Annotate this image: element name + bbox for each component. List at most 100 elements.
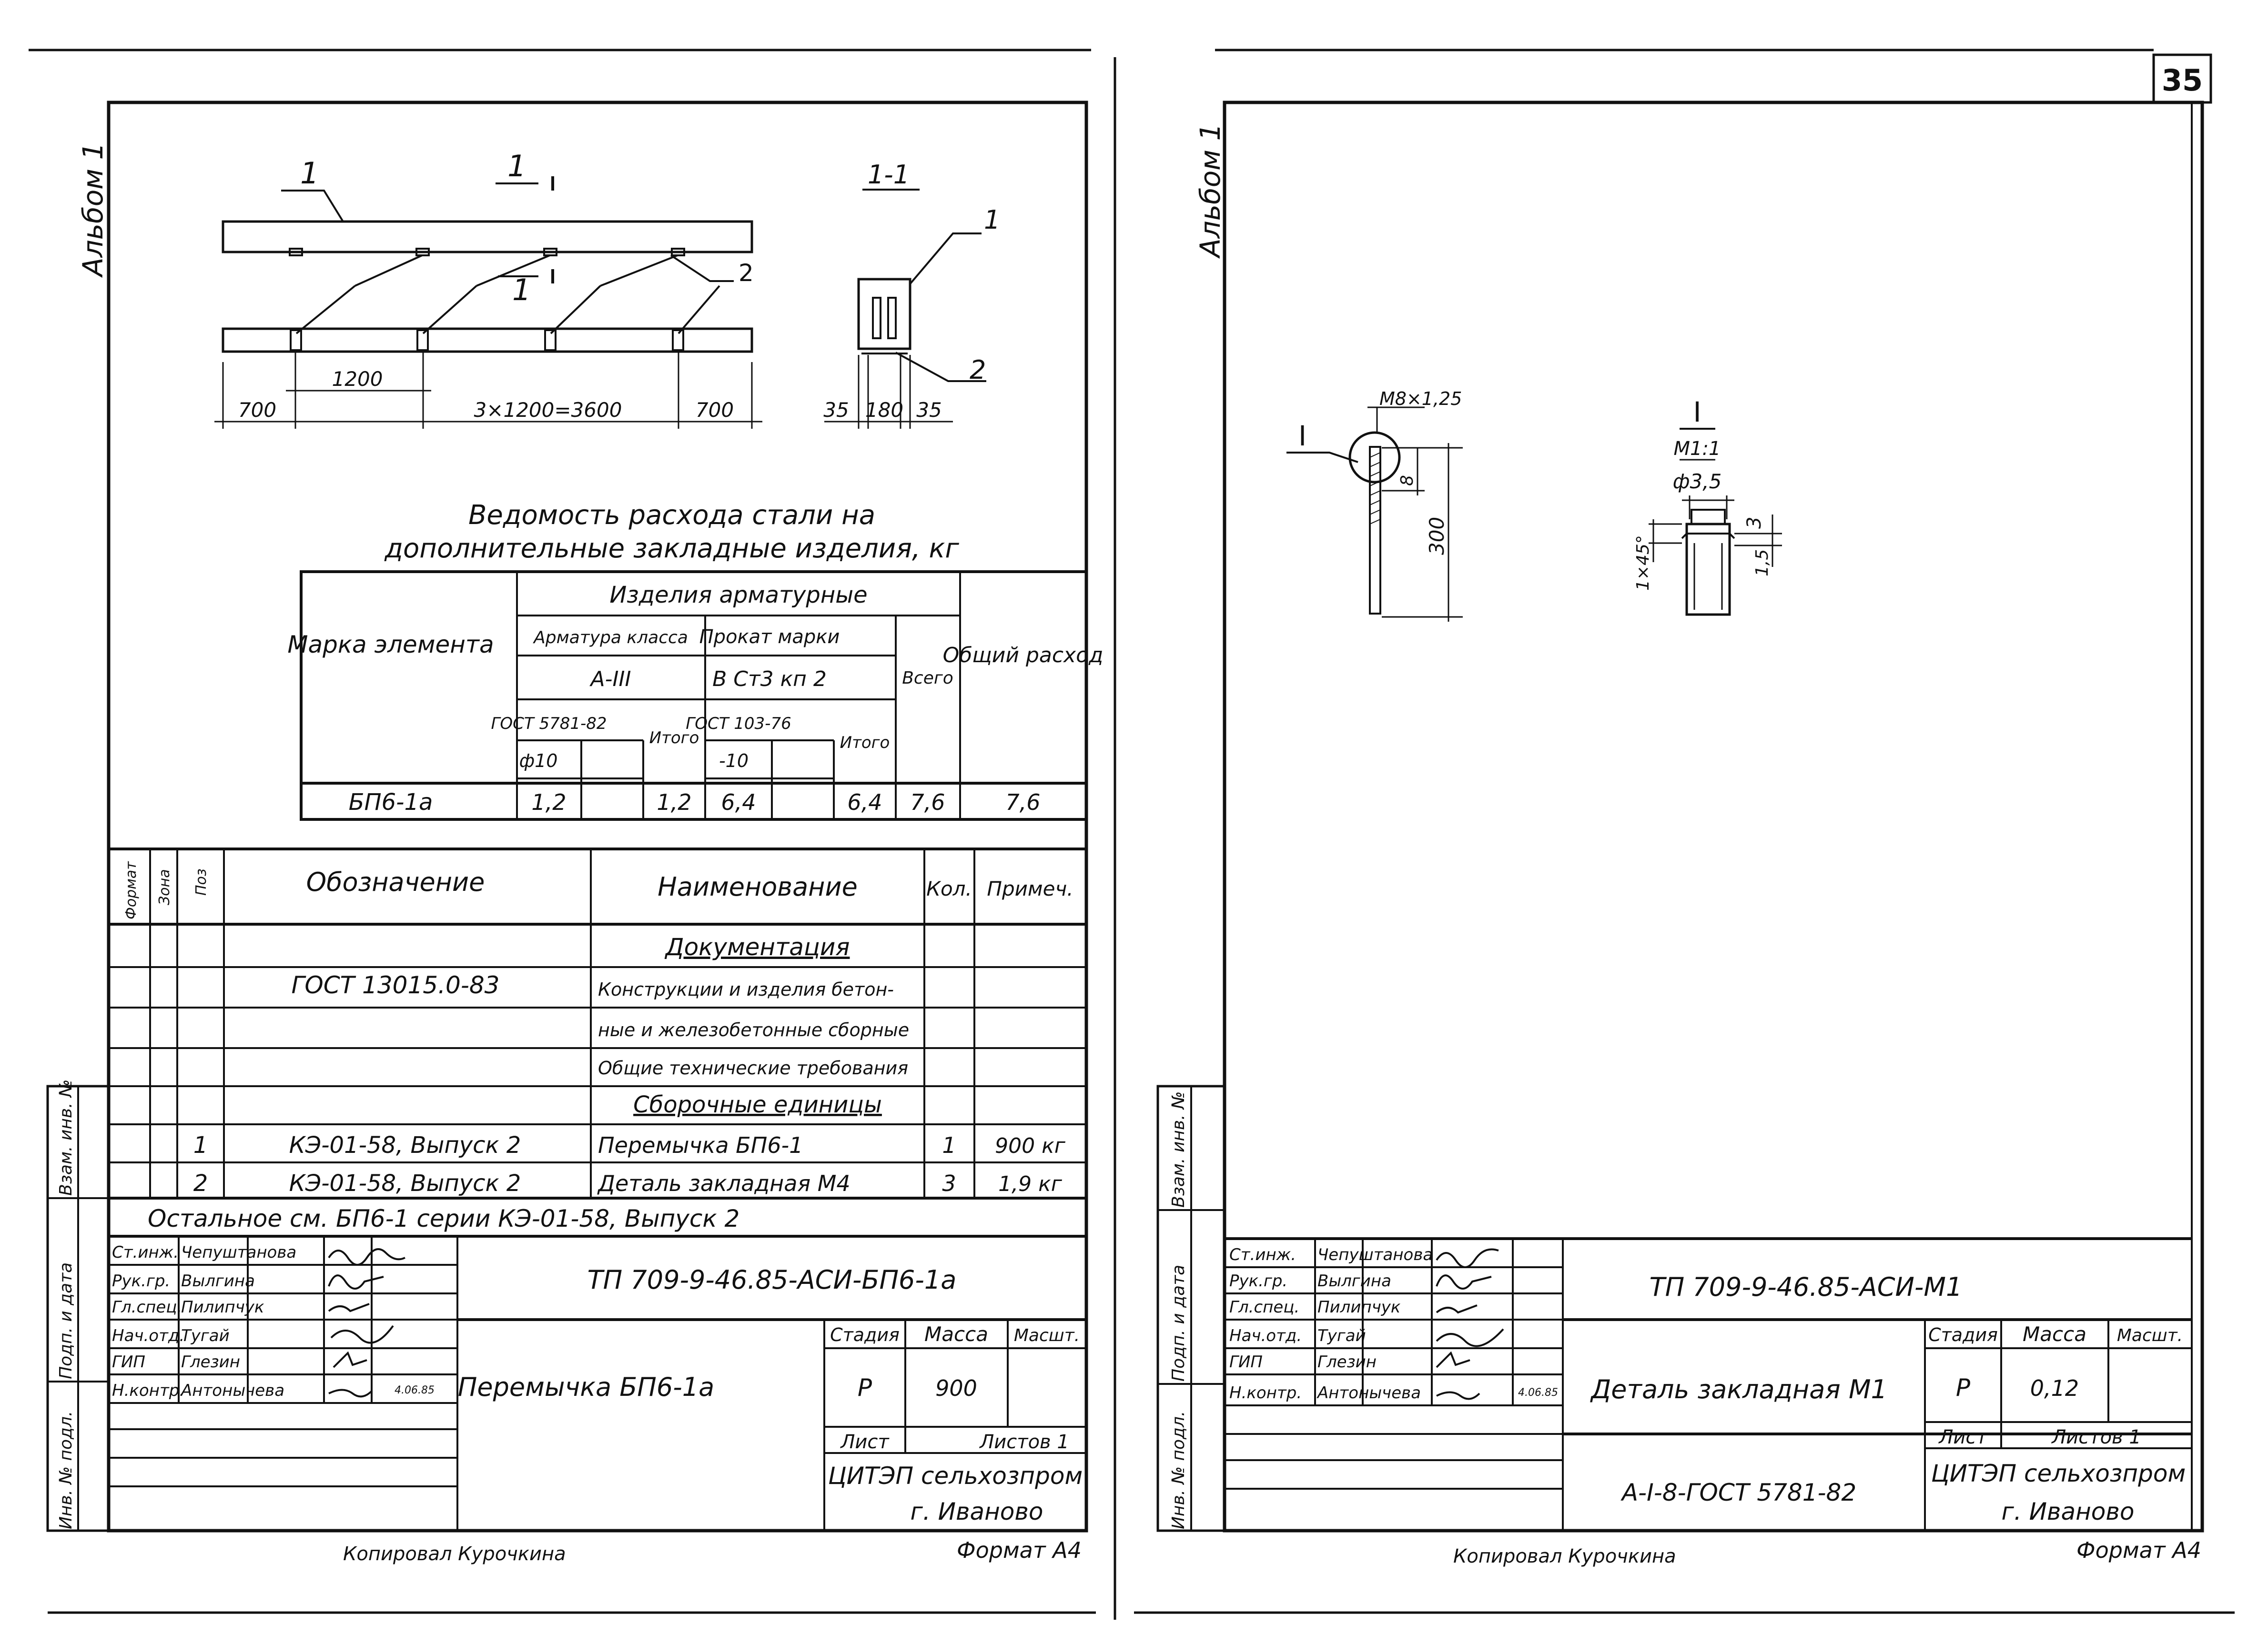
row-v2: 1,2: [657, 789, 691, 815]
stamp-name-5: Антонычева: [180, 1381, 284, 1400]
stamp-org-2-right: г. Иваново: [2002, 1498, 2135, 1525]
spec-row2-name: Деталь закладная М4: [597, 1171, 850, 1196]
dim-3600: 3×1200=3600: [474, 398, 622, 422]
sec-dim-35a: 35: [823, 398, 849, 422]
spec-section-assembly: Сборочные единицы: [633, 1091, 882, 1118]
stamp-mass-right: 0,12: [2030, 1375, 2079, 1401]
spec-row1-pos: 1: [193, 1132, 208, 1159]
stamp-h-scale: Масшт.: [1014, 1326, 1080, 1345]
side-label-r0: Инв. № подл.: [1169, 1411, 1188, 1529]
copied-by-right: Копировал Курочкина: [1453, 1545, 1676, 1567]
h-mark: Марка элемента: [287, 631, 494, 658]
stamp-h-sheets-right: Листов 1: [2051, 1426, 2141, 1448]
stamp-title: Перемычка БП6-1а: [458, 1372, 714, 1402]
side-label-r2: Взам. инв. №: [1169, 1091, 1188, 1208]
h-diam: ф10: [519, 750, 558, 771]
dim-8: 8: [1397, 475, 1417, 486]
row-mark: БП6-1а: [349, 789, 433, 816]
stamp-h-sheets: Листов 1: [979, 1431, 1069, 1453]
dim-700-right: 700: [696, 398, 734, 422]
stamp-name-1: Вылгина: [181, 1272, 255, 1291]
row-v1: 1,2: [531, 789, 566, 815]
detail-scale: М1:1: [1674, 438, 1721, 460]
stamp-title-right: Деталь закладная М1: [1590, 1374, 1887, 1404]
spec-section-docs: Документация: [665, 933, 850, 961]
side-label-0: Инв. № подл.: [56, 1411, 76, 1529]
side-label-1: Подп. и дата: [56, 1262, 76, 1379]
h-items: Изделия арматурные: [609, 582, 867, 608]
lintel-bottom: [222, 327, 753, 353]
h-steel: В Ст3 кп 2: [712, 667, 827, 691]
stamp-code: ТП 709-9-46.85-АСИ-БП6-1а: [587, 1265, 957, 1295]
h-all: Всего: [902, 668, 953, 688]
stamp-h-stage-right: Стадия: [1928, 1324, 1998, 1345]
spec-h-name: Наименование: [658, 872, 858, 902]
album-label: Альбом 1: [77, 142, 109, 278]
stamp-role-r2: Гл.спец.: [1229, 1298, 1299, 1317]
spec-row2-note: 1,9 кг: [998, 1172, 1063, 1196]
stamp-role-r3: Нач.отд.: [1229, 1326, 1302, 1345]
leader-1: 1: [300, 156, 319, 191]
stamp-role-2: Гл.спец.: [112, 1298, 182, 1317]
row-v3: 6,4: [721, 789, 756, 815]
stamp-date: 4.06.85: [395, 1384, 435, 1396]
stamp-role-5: Н.контр.: [112, 1381, 184, 1400]
spec-row1-name: Перемычка БП6-1: [598, 1132, 803, 1158]
spec-row1-note: 900 кг: [995, 1134, 1066, 1158]
album-label-right: Альбом 1: [1194, 123, 1226, 259]
h-general: Общий расход: [943, 643, 1104, 667]
stamp-h-sheet-right: Лист: [1938, 1426, 1988, 1448]
dim-3: 3: [1743, 517, 1765, 529]
stamp-stage-right: Р: [1956, 1374, 1971, 1402]
stamp-org-1-right: ЦИТЭП сельхозпром: [1931, 1460, 2186, 1487]
dim-700-left: 700: [238, 398, 276, 422]
format-label: Формат А4: [957, 1537, 1082, 1563]
h-gost-rolled: ГОСТ 103-76: [686, 714, 791, 733]
sec-dim-35b: 35: [916, 398, 942, 422]
spec-h-qty: Кол.: [926, 877, 972, 900]
spec-doc-name-1: Конструкции и изделия бетон-: [598, 979, 894, 1000]
steel-table-title-2: дополнительные закладные изделия, кг: [384, 533, 959, 564]
stamp-material-right: А-I-8-ГОСТ 5781-82: [1620, 1479, 1856, 1506]
page-number: 35: [2162, 63, 2203, 98]
stamp-stage: Р: [858, 1374, 872, 1402]
spec-h-zone: Зона: [156, 869, 173, 905]
stamp-role-r4: ГИП: [1229, 1352, 1263, 1372]
stamp-role-1: Рук.гр.: [112, 1272, 170, 1291]
h-gost-rebar: ГОСТ 5781-82: [491, 714, 607, 733]
spec-h-designation: Обозначение: [306, 867, 485, 897]
stamp-h-scale-right: Масшт.: [2117, 1326, 2183, 1345]
row-v4: 6,4: [847, 789, 882, 815]
stamp-name-4: Глезин: [181, 1352, 240, 1372]
stamp-name-r2: Пилипчук: [1317, 1298, 1401, 1317]
stamp-role-4: ГИП: [112, 1352, 145, 1372]
lintel-top: [222, 220, 753, 253]
h-thk: -10: [719, 750, 749, 771]
stamp-h-stage: Стадия: [830, 1324, 900, 1345]
section-title: 1-1: [868, 160, 910, 190]
detail-diam: ф3,5: [1673, 470, 1722, 493]
h-rebar-class: Арматура класса: [533, 628, 688, 647]
dim-300: 300: [1425, 517, 1448, 555]
spec-row1-designation: КЭ-01-58, Выпуск 2: [289, 1132, 521, 1159]
spec-h-note: Примеч.: [987, 877, 1073, 900]
callout-I: I: [1298, 420, 1306, 452]
spec-h-pos: Поз: [193, 868, 210, 896]
stamp-role-r1: Рук.гр.: [1229, 1272, 1287, 1291]
section-mark-bottom: 1: [512, 272, 531, 307]
side-label-r1: Подп. и дата: [1169, 1265, 1188, 1382]
stamp-role-3: Нач.отд.: [112, 1326, 184, 1345]
thread-label: М8×1,25: [1379, 388, 1462, 409]
section-mark-top: 1: [507, 149, 526, 183]
side-label-2: Взам. инв. №: [56, 1080, 76, 1196]
signatures: [328, 1248, 1504, 1400]
h-class: А-III: [589, 667, 631, 691]
stamp-name-2: Пилипчук: [181, 1298, 264, 1317]
spec-row2-designation: КЭ-01-58, Выпуск 2: [289, 1170, 521, 1197]
spec-doc-name-3: Общие технические требования: [598, 1058, 908, 1079]
section-pos-2: 2: [970, 355, 986, 385]
stamp-name-r1: Вылгина: [1317, 1272, 1391, 1291]
stamp-name-r3: Тугай: [1317, 1326, 1366, 1345]
row-v6: 7,6: [1005, 789, 1040, 815]
